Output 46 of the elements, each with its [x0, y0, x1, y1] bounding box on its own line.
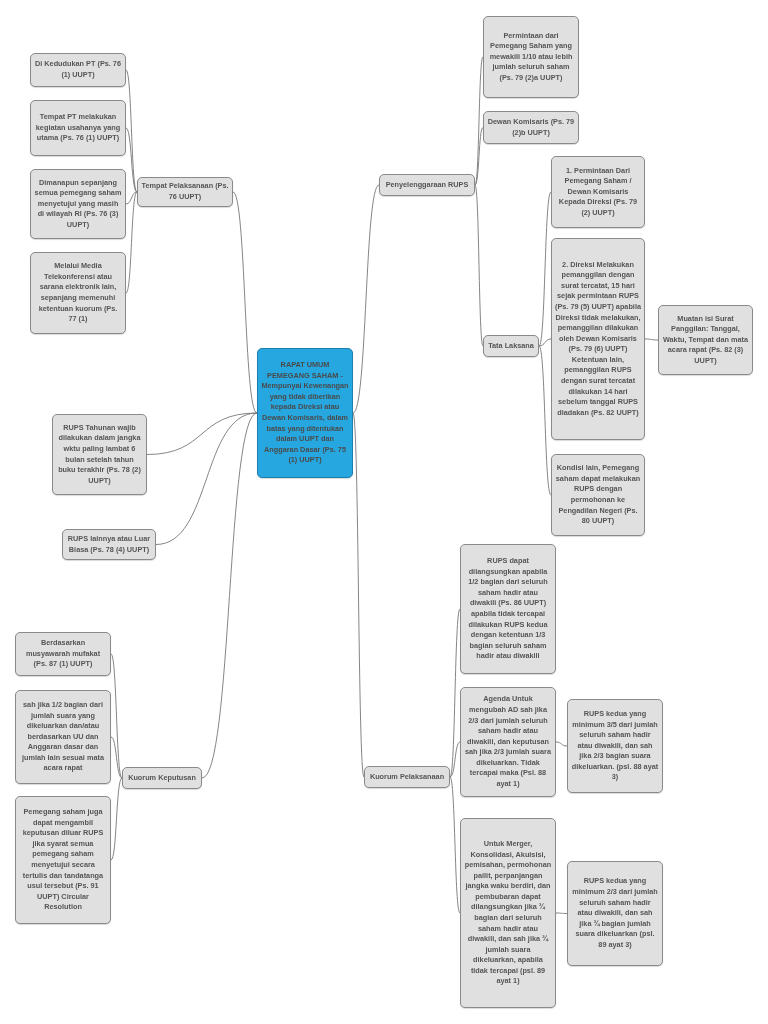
topic-box	[364, 766, 450, 788]
topic-box	[567, 861, 663, 966]
topic-box	[460, 544, 556, 674]
topic-box	[460, 687, 556, 797]
connector-line	[555, 741, 568, 747]
connector-line	[644, 338, 659, 341]
topic-box	[658, 305, 753, 375]
connector-line	[125, 191, 138, 294]
connector-line	[474, 184, 484, 347]
topic-box	[551, 454, 645, 536]
topic-box	[551, 238, 645, 440]
connector-line	[449, 741, 461, 778]
connector-line	[125, 191, 138, 205]
topic-box	[483, 16, 579, 98]
topic-box	[30, 252, 126, 334]
topic-box	[15, 632, 111, 676]
central-topic-box	[257, 348, 353, 478]
connector-line	[449, 776, 461, 914]
topic-box	[30, 169, 126, 239]
connector-line	[155, 412, 258, 545]
topic-box	[122, 767, 202, 789]
connector-line	[474, 127, 484, 186]
connector-line	[555, 912, 568, 914]
connector-line	[538, 338, 552, 347]
topic-box	[15, 690, 111, 784]
connector-line	[474, 56, 484, 186]
topic-box	[30, 53, 126, 87]
topic-box	[30, 100, 126, 156]
connector-line	[352, 412, 365, 778]
connector-line	[125, 127, 138, 193]
connector-line	[201, 412, 258, 779]
topic-box	[379, 174, 475, 196]
connector-line	[110, 736, 123, 779]
connector-line	[538, 345, 552, 496]
connector-line	[110, 777, 123, 861]
topic-box	[551, 156, 645, 228]
topic-box	[567, 699, 663, 793]
topic-box	[460, 818, 556, 1008]
connector-line	[232, 191, 258, 414]
connector-line	[538, 191, 552, 347]
topic-box	[52, 414, 147, 495]
topic-box	[483, 335, 539, 357]
connector-line	[352, 184, 380, 414]
connector-line	[146, 412, 258, 455]
connector-line	[449, 608, 461, 778]
topic-box	[15, 796, 111, 924]
